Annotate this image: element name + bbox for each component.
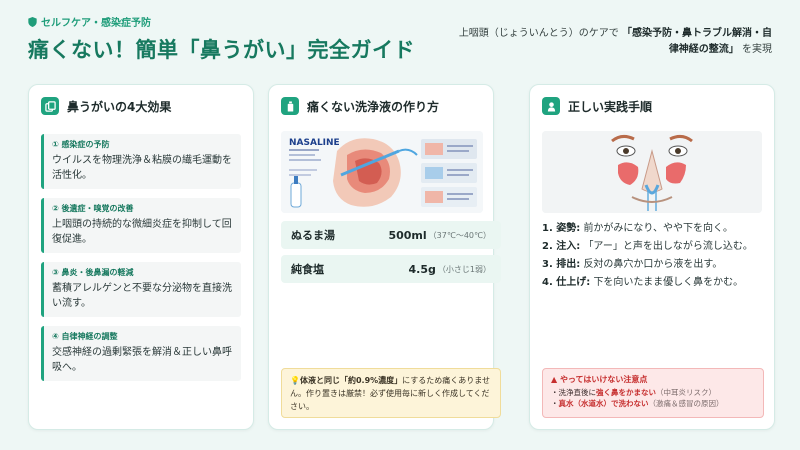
- product-brand: NASALINE: [289, 138, 340, 148]
- effect-item: ② 後遺症・嗅覚の改善 上咽頭の持続的な微細炎症を抑制して回復促進。: [41, 198, 241, 253]
- warning-pre: ・: [551, 399, 559, 408]
- concentration-tip: 💡体液と同じ「約0.9%濃度」にするため痛くありません。作り置きは厳禁！必ず使用…: [281, 368, 501, 418]
- page-title: 痛くない！簡単「鼻うがい」完全ガイド: [28, 38, 415, 62]
- step-text: 「アー」と声を出しながら流し込む。: [583, 241, 753, 252]
- step-text: 反対の鼻穴か口から液を出す。: [583, 259, 723, 270]
- solution-card-header: 痛くない洗浄液の作り方: [269, 85, 493, 115]
- subtitle-post: を実現: [742, 44, 772, 55]
- warning-item: ・真水（水道水）で洗わない（激痛＆感冒の原因）: [551, 398, 755, 409]
- subtitle-strong: 「感染予防・鼻トラブル解消・自律神経の整流」: [622, 28, 772, 55]
- effect-title: ① 感染症の予防: [52, 140, 110, 149]
- ingredient-amount: 4.5g: [408, 262, 436, 276]
- effect-body: ウイルスを物理洗浄＆粘膜の繊毛運動を活性化。: [52, 155, 232, 181]
- bottle-icon: [281, 97, 299, 115]
- effect-body: 交感神経の過剰緊張を解消＆正しい鼻呼吸へ。: [52, 347, 232, 373]
- sinus-face-image: [542, 131, 762, 213]
- ingredient-row: 純食塩 4.5g （小さじ1弱）: [281, 255, 501, 283]
- tip-strong: 体液と同じ「約0.9%濃度」: [299, 376, 403, 385]
- person-icon: [542, 97, 560, 115]
- warning-strong: 真水（水道水）で洗わない: [558, 399, 649, 408]
- shield-icon: [28, 16, 37, 27]
- practice-card-header: 正しい実践手順: [530, 85, 774, 115]
- warning-note: （中耳炎リスク）: [656, 388, 716, 397]
- practice-card: 正しい実践手順 1. 姿勢: 前かがみになり、やや下を向く。 2. 注入: 「ア…: [529, 84, 775, 430]
- ingredient-name: 純食塩: [291, 263, 324, 276]
- effects-card-title: 鼻うがいの4大効果: [67, 99, 172, 114]
- lightbulb-icon: 💡: [290, 376, 300, 385]
- ingredient-name: ぬるま湯: [291, 229, 335, 242]
- warning-strong: 強く鼻をかまない: [596, 388, 656, 397]
- step-label: 3. 排出:: [542, 259, 581, 270]
- ingredient-note: （37℃〜40℃）: [428, 230, 491, 240]
- step-item: 2. 注入: 「アー」と声を出しながら流し込む。: [542, 239, 768, 254]
- practice-steps: 1. 姿勢: 前かがみになり、やや下を向く。 2. 注入: 「アー」と声を出しな…: [542, 221, 768, 293]
- step-label: 4. 仕上げ:: [542, 277, 591, 288]
- ingredient-row: ぬるま湯 500ml （37℃〜40℃）: [281, 221, 501, 249]
- effects-card-header: 鼻うがいの4大効果: [29, 85, 253, 115]
- page-header: セルフケア・感染症予防 痛くない！簡単「鼻うがい」完全ガイド 上咽頭（じょういん…: [28, 14, 772, 70]
- effects-card: 鼻うがいの4大効果 ① 感染症の予防 ウイルスを物理洗浄＆粘膜の繊毛運動を活性化…: [28, 84, 254, 430]
- kicker-text: セルフケア・感染症予防: [41, 18, 151, 29]
- step-text: 前かがみになり、やや下を向く。: [583, 223, 734, 234]
- effect-item: ① 感染症の予防 ウイルスを物理洗浄＆粘膜の繊毛運動を活性化。: [41, 134, 241, 189]
- warning-pre: ・洗浄直後に: [551, 388, 596, 397]
- warning-note: （激痛＆感冒の原因）: [648, 399, 724, 408]
- effect-title: ② 後遺症・嗅覚の改善: [52, 204, 134, 213]
- step-text: 下を向いたまま優しく鼻をかむ。: [593, 277, 744, 288]
- step-label: 2. 注入:: [542, 241, 581, 252]
- warning-item: ・洗浄直後に強く鼻をかまない（中耳炎リスク）: [551, 387, 755, 398]
- effect-body: 蓄積アレルゲンと不要な分泌物を直接洗い流す。: [52, 283, 232, 309]
- step-label: 1. 姿勢:: [542, 223, 581, 234]
- kicker: セルフケア・感染症予防: [28, 14, 772, 29]
- ingredient-amount: 500ml: [388, 228, 427, 242]
- nasal-rinse-product-image: NASALINE: [281, 131, 483, 213]
- copy-icon: [41, 97, 59, 115]
- effect-title: ③ 鼻炎・後鼻漏の軽減: [52, 268, 134, 277]
- step-item: 4. 仕上げ: 下を向いたまま優しく鼻をかむ。: [542, 275, 768, 290]
- page-subtitle: 上咽頭（じょういんとう）のケアで 「感染予防・鼻トラブル解消・自律神経の整流」 …: [452, 26, 772, 58]
- effect-body: 上咽頭の持続的な微細炎症を抑制して回復促進。: [52, 219, 232, 245]
- effect-title: ④ 自律神経の調整: [52, 332, 118, 341]
- solution-card-title: 痛くない洗浄液の作り方: [307, 99, 440, 114]
- warning-title: ▲ やってはいけない注意点: [551, 375, 648, 384]
- practice-card-title: 正しい実践手順: [568, 99, 653, 114]
- effect-item: ④ 自律神経の調整 交感神経の過剰緊張を解消＆正しい鼻呼吸へ。: [41, 326, 241, 381]
- solution-card: 痛くない洗浄液の作り方 NASALINE: [268, 84, 501, 430]
- warning-box: ▲ やってはいけない注意点 ・洗浄直後に強く鼻をかまない（中耳炎リスク） ・真水…: [542, 368, 764, 418]
- effect-item: ③ 鼻炎・後鼻漏の軽減 蓄積アレルゲンと不要な分泌物を直接洗い流す。: [41, 262, 241, 317]
- tip-text: にするため痛くありません。作り置きは厳禁！必ず使用毎に新しく作成してください。: [290, 376, 490, 411]
- ingredient-note: （小さじ1弱）: [437, 264, 491, 274]
- step-item: 1. 姿勢: 前かがみになり、やや下を向く。: [542, 221, 768, 236]
- subtitle-pre: 上咽頭（じょういんとう）のケアで: [458, 28, 619, 39]
- step-item: 3. 排出: 反対の鼻穴か口から液を出す。: [542, 257, 768, 272]
